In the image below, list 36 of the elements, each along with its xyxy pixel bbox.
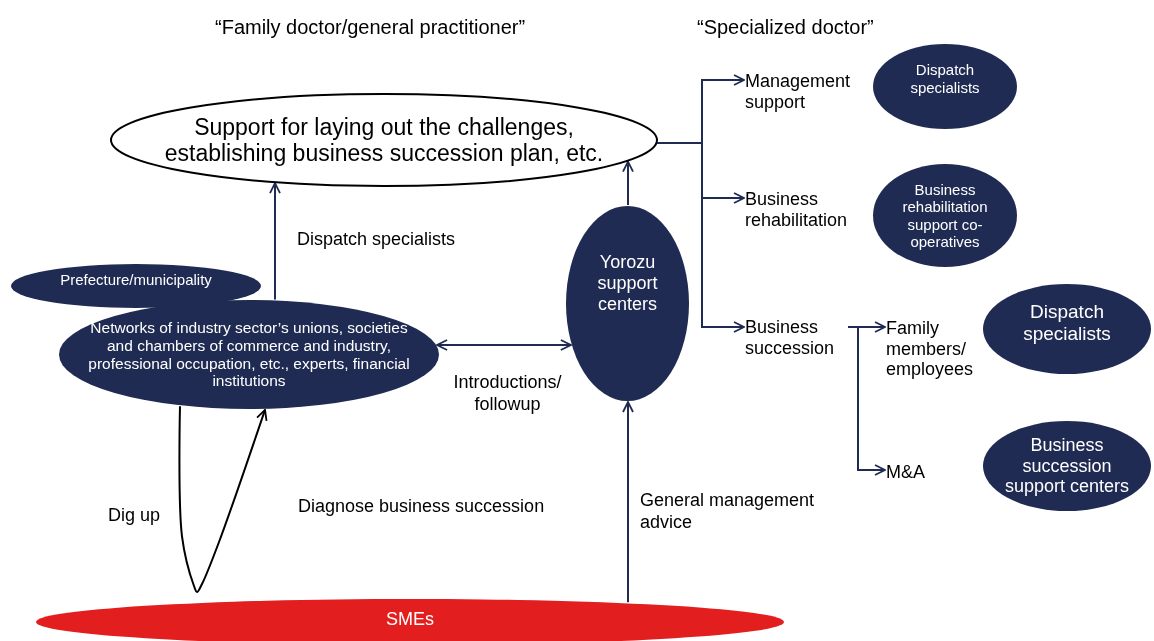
node-label: Support for laying out the challenges, establishing business succession plan, etc. (163, 113, 605, 167)
edge-label: Dispatch specialists (297, 229, 456, 251)
ellipse-node (982, 420, 1152, 512)
ellipse-node (982, 283, 1152, 375)
node-text: Business succession (745, 317, 836, 359)
node-text: M&A (886, 461, 925, 483)
annotation-text: Diagnose business succession (298, 496, 545, 518)
node-label: Dispatch specialists (909, 61, 981, 96)
edge-label: General management advice (640, 490, 816, 534)
arrow (847, 326, 886, 476)
node-label: Business succession support centers (1003, 434, 1131, 498)
node-label: Yorozu support centers (596, 252, 659, 315)
arrow (622, 401, 634, 604)
node-text: Management support (745, 71, 852, 113)
edge-label: Introductions/ followup (452, 372, 563, 416)
node-text: Family members/ employees (886, 317, 975, 381)
ellipse-node (565, 205, 690, 402)
node-label: Business rehabilitation support co-operatives (901, 181, 989, 250)
arrow (622, 160, 634, 206)
node-label: Networks of industry sector’s unions, societies and chambers of commerce and industry, professional occupation, etc., experts, financial institutions (87, 318, 411, 391)
arrow (656, 142, 745, 333)
ellipse-node (58, 299, 440, 410)
arrow (269, 182, 281, 301)
ellipse-node (872, 43, 1018, 130)
node-label: Prefecture/municipality (60, 271, 212, 289)
curved-arrow (178, 405, 268, 593)
node-text: Business rehabilitation (745, 189, 849, 231)
arrow (436, 339, 572, 351)
ellipse-node (110, 93, 658, 187)
node-label: SMEs (386, 609, 434, 630)
heading: “Specialized doctor” (697, 15, 874, 39)
ellipse-node (872, 163, 1018, 268)
edge-label: Dig up (108, 505, 161, 527)
heading: “Family doctor/general practitioner” (215, 15, 526, 39)
node-label: Dispatch specialists (1022, 301, 1112, 345)
ellipse-node (10, 263, 262, 309)
